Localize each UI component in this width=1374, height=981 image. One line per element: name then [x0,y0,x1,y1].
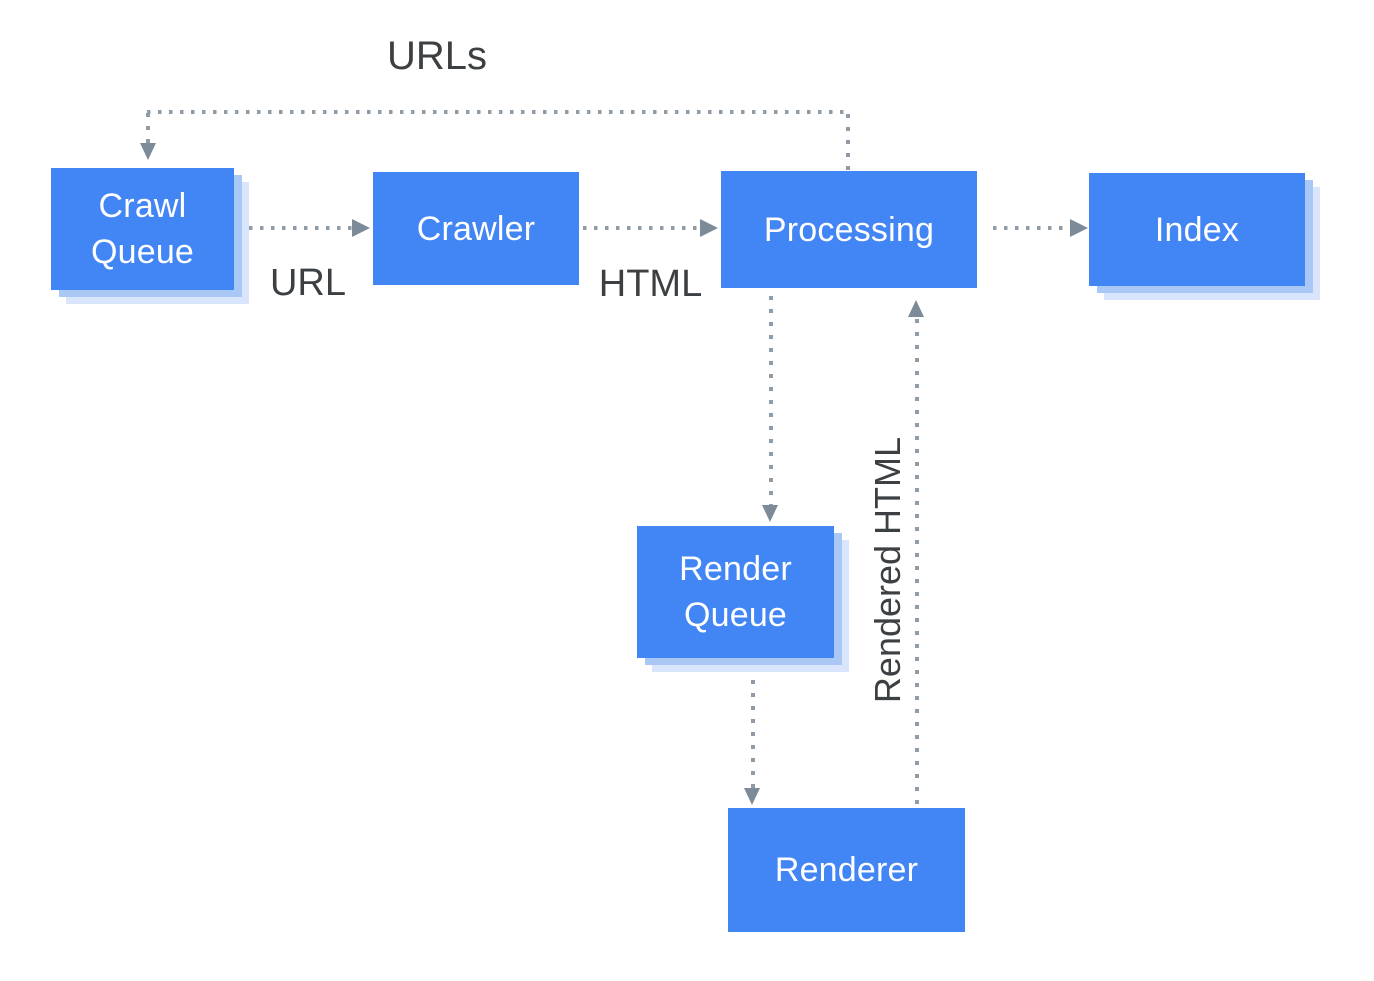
node-render-queue: Render Queue [637,526,834,658]
arrowhead-down-icon [762,505,778,522]
node-crawler-label: Crawler [416,209,536,248]
node-crawl-queue-label-line1: Crawl [98,187,187,225]
node-processing-label: Processing [763,210,935,249]
edge-processing-to-index [993,226,1073,230]
arrowhead-right-icon [1070,219,1088,237]
arrowhead-down-icon [140,143,156,160]
node-index-label: Index [1154,210,1240,249]
edge-render-queue-to-renderer [751,680,755,789]
node-crawl-queue: Crawl Queue [51,168,234,290]
edge-renderer-to-processing [915,319,919,806]
edge-crawl-queue-to-crawler [249,226,352,230]
edge-processing-to-render-queue [769,296,773,506]
edge-label-rendered-html: Rendered HTML [867,436,908,704]
arrowhead-down-icon [744,788,760,805]
arrowhead-up-icon [908,300,924,317]
node-render-queue-label-line2: Queue [683,596,788,634]
edge-urls-left-drop-line [146,113,150,143]
edge-urls-right-drop-line [846,114,850,171]
edge-urls-horizontal-line [147,110,848,114]
node-index: Index [1089,173,1305,286]
edge-label-urls: URLs [386,34,488,78]
edge-label-url: URL [269,262,347,304]
node-crawl-queue-label-line2: Queue [90,233,195,271]
node-renderer-label: Renderer [774,851,919,889]
arrowhead-right-icon [700,219,718,237]
edge-label-html: HTML [598,263,703,305]
node-render-queue-label-line1: Render [679,550,792,588]
node-crawler: Crawler [373,172,579,285]
edge-crawler-to-processing [583,226,700,230]
node-renderer: Renderer [728,808,965,932]
arrowhead-right-icon [352,219,370,237]
node-processing: Processing [721,171,977,288]
